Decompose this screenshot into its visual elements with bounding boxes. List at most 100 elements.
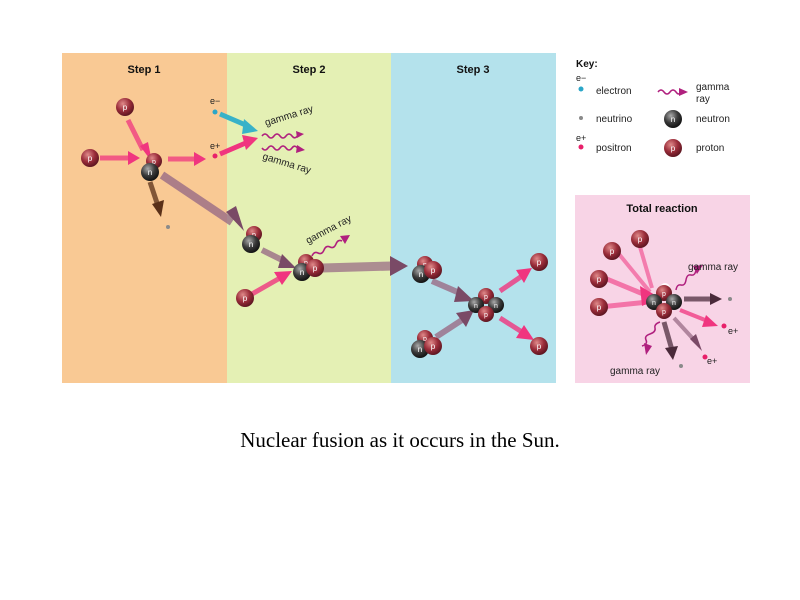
legend-neutrino-dot <box>579 116 583 120</box>
arrow-pink <box>219 139 249 157</box>
gamma-ray-label: gamma ray <box>688 262 738 273</box>
legend-proton-ball <box>664 139 682 157</box>
figure-caption: Nuclear fusion as it occurs in the Sun. <box>240 428 560 452</box>
svg-text:p: p <box>423 336 427 343</box>
svg-text:n: n <box>652 300 656 307</box>
legend-gamma-wave <box>657 89 681 95</box>
svg-text:p: p <box>610 247 615 256</box>
step3-arrows <box>430 268 534 340</box>
svg-text:p: p <box>537 258 542 267</box>
proton: p <box>631 230 649 248</box>
arrow-mauve <box>159 171 235 226</box>
proton: p <box>603 242 621 260</box>
neutrino-particle <box>679 364 683 368</box>
svg-text:p: p <box>638 235 643 244</box>
gamma-ray-label: gamma ray <box>610 366 660 377</box>
arrowhead-brown <box>152 200 164 217</box>
svg-text:n: n <box>494 303 498 310</box>
legend-positron-symbol: e+ <box>576 133 586 143</box>
svg-text:p: p <box>313 264 318 273</box>
proton: p <box>81 149 99 167</box>
arrowhead-pink <box>128 151 140 165</box>
legend-neutron-label: neutron <box>696 114 730 125</box>
svg-text:p: p <box>484 294 488 301</box>
neutrino-particle <box>728 297 732 301</box>
step2-arrows <box>250 247 408 297</box>
proton: p <box>236 289 254 307</box>
annihilation-arrows <box>219 111 258 157</box>
positron-particle <box>721 323 727 329</box>
svg-text:p: p <box>597 303 602 312</box>
gamma-ray-wave <box>641 321 661 347</box>
svg-text:n: n <box>671 115 675 124</box>
gamma-ray-arrowhead <box>693 265 703 274</box>
arrowhead-pink <box>242 135 258 150</box>
svg-text:p: p <box>123 103 128 112</box>
gamma-ray-arrowhead <box>296 131 304 138</box>
legend-electron-label: electron <box>596 86 632 97</box>
arrow-mauve <box>434 317 464 340</box>
step2-title: Step 2 <box>292 64 325 76</box>
svg-text:p: p <box>88 154 93 163</box>
total-reaction-title: Total reaction <box>626 203 698 215</box>
deuterium-nucleus: p n <box>141 153 162 181</box>
step3-title: Step 3 <box>456 64 489 76</box>
proton: p <box>116 98 134 116</box>
legend-neutrino-label: neutrino <box>596 114 633 125</box>
arrow-cyan <box>219 111 249 129</box>
arrowhead-cyan <box>242 119 258 134</box>
arrowhead-pink <box>516 268 532 283</box>
proton: p <box>590 298 608 316</box>
legend-neutron-ball <box>664 110 682 128</box>
legend-proton-label: proton <box>696 143 724 154</box>
arrow-pink <box>498 315 524 335</box>
helium4-nucleus: p n n p <box>468 288 504 322</box>
arrow-pink <box>498 273 524 294</box>
arrow-pink <box>250 275 282 297</box>
svg-text:n: n <box>249 240 253 249</box>
total-reaction-outputs <box>661 293 722 360</box>
legend-gamma-arrowhead <box>679 88 688 96</box>
helium3-nucleus: p n p <box>293 254 324 281</box>
gamma-ray-wave <box>261 133 299 139</box>
positron-label: e+ <box>728 326 738 336</box>
total-reaction-nucleus: p n n p <box>646 283 682 319</box>
gamma-ray-arrowhead <box>644 343 652 355</box>
gamma-ray-arrowhead <box>340 235 350 244</box>
svg-text:n: n <box>300 268 304 277</box>
svg-text:p: p <box>243 294 248 303</box>
gamma-ray-wave <box>261 145 299 151</box>
arrowhead-pink <box>516 325 534 340</box>
step1-title: Step 1 <box>127 64 160 76</box>
electron-particle <box>212 109 218 115</box>
arrowhead-mauve <box>390 256 408 276</box>
svg-text:p: p <box>662 309 666 316</box>
legend: Key: e− electron neutrino e+ positron ga… <box>576 59 730 157</box>
arrowhead-pink <box>194 152 206 166</box>
arrowhead-mauve <box>278 254 296 268</box>
legend-electron-symbol: e− <box>576 73 586 83</box>
legend-positron-dot <box>578 144 584 150</box>
gamma-ray-wave <box>311 239 343 257</box>
arrowhead-mauve <box>226 206 244 231</box>
svg-text:n: n <box>418 345 422 354</box>
svg-text:p: p <box>537 342 542 351</box>
proton: p <box>530 337 548 355</box>
svg-text:p: p <box>152 159 156 166</box>
step2-panel <box>227 53 391 383</box>
gamma-ray-arrowhead <box>296 145 305 153</box>
svg-text:p: p <box>597 275 602 284</box>
svg-text:p: p <box>431 342 436 351</box>
legend-positron-label: positron <box>596 143 632 154</box>
arrowhead-mauve <box>454 286 474 302</box>
deuterium-nucleus: p n <box>242 226 262 253</box>
neutrino-particle <box>166 225 170 229</box>
legend-gamma-label-2: ray <box>696 94 710 105</box>
positron-particle <box>212 153 218 159</box>
arrowhead-mauve <box>456 310 474 327</box>
svg-text:p: p <box>252 232 256 239</box>
svg-text:n: n <box>672 300 676 307</box>
gamma-ray-wave <box>675 269 697 291</box>
svg-text:p: p <box>431 266 436 275</box>
